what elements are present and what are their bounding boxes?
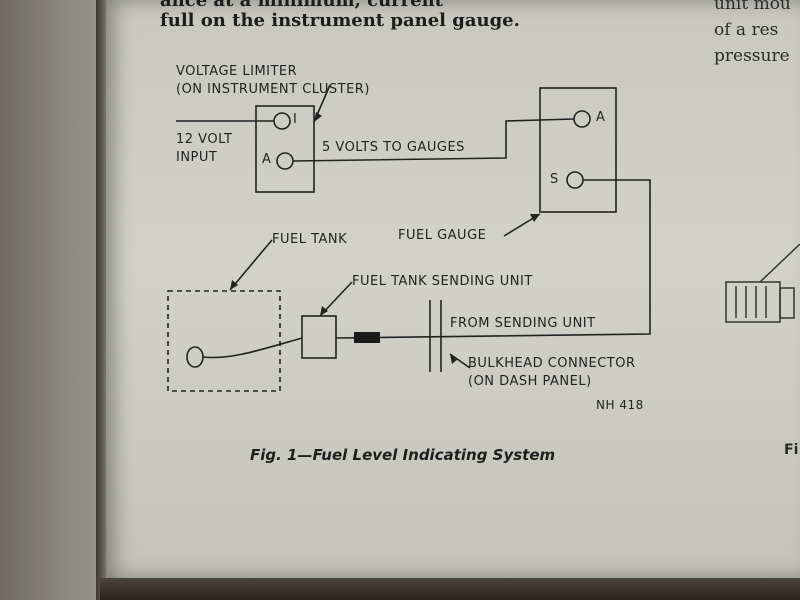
terminal-a-limiter-circle (276, 152, 294, 170)
figure-caption: Fig. 1—Fuel Level Indicating System (250, 446, 556, 464)
right-column-drawing (725, 243, 800, 323)
fuel-tank-arrowhead (230, 280, 238, 290)
sending-unit-box (301, 315, 337, 359)
right-column-caption-fragment: Fi (784, 442, 799, 458)
left-page-edge (0, 0, 112, 600)
limiter-arrowhead (314, 112, 322, 122)
voltage-limiter-label-1: VOLTAGE LIMITER (176, 64, 298, 79)
book-gutter (96, 0, 106, 600)
sending-wire (335, 179, 651, 339)
terminal-s-gauge-label: S (550, 172, 559, 187)
fuel-tank-leader (229, 239, 273, 291)
terminal-a-gauge-circle (573, 110, 591, 128)
right-column-line-3: pressure (714, 46, 790, 66)
bulkhead-label-1: BULKHEAD CONNECTOR (468, 356, 636, 371)
fuel-gauge-box (539, 87, 617, 213)
from-sending-unit-label: FROM SENDING UNIT (450, 316, 596, 331)
fuel-gauge-label: FUEL GAUGE (398, 228, 487, 243)
terminal-s-gauge-circle (566, 171, 584, 189)
body-text-line-1: ance at a minimum, current (160, 0, 443, 11)
input-label-1: 12 VOLT (176, 132, 233, 147)
right-column-line-2: of a res (714, 20, 779, 40)
fuel-tank-box (167, 290, 281, 392)
terminal-a-gauge-label: A (596, 110, 606, 125)
float-arm (202, 337, 303, 359)
connector-plug (354, 332, 380, 343)
voltage-limiter-label-2: (ON INSTRUMENT CLUSTER) (176, 82, 370, 97)
fuel-tank-label: FUEL TANK (272, 232, 348, 247)
input-label-2: INPUT (176, 150, 218, 165)
sending-unit-label: FUEL TANK SENDING UNIT (352, 274, 533, 289)
bulkhead-arrowhead (450, 354, 458, 364)
five-volts-label: 5 VOLTS TO GAUGES (322, 140, 465, 155)
figure-id-label: NH 418 (596, 398, 644, 412)
sending-unit-arrowhead (320, 306, 328, 316)
page-bottom-shadow (100, 578, 800, 600)
terminal-i-label: I (293, 112, 298, 127)
fuel-gauge-arrowhead (530, 214, 540, 222)
body-text-line-2: full on the instrument panel gauge. (160, 10, 520, 31)
voltage-limiter-box (255, 105, 315, 193)
terminal-a-limiter-label: A (262, 152, 272, 167)
bulkhead-label-2: (ON DASH PANEL) (468, 374, 592, 389)
book-page (100, 0, 800, 578)
terminal-i-circle (273, 112, 291, 130)
right-column-line-1: unit mou (714, 0, 791, 14)
float-circle (186, 346, 204, 368)
